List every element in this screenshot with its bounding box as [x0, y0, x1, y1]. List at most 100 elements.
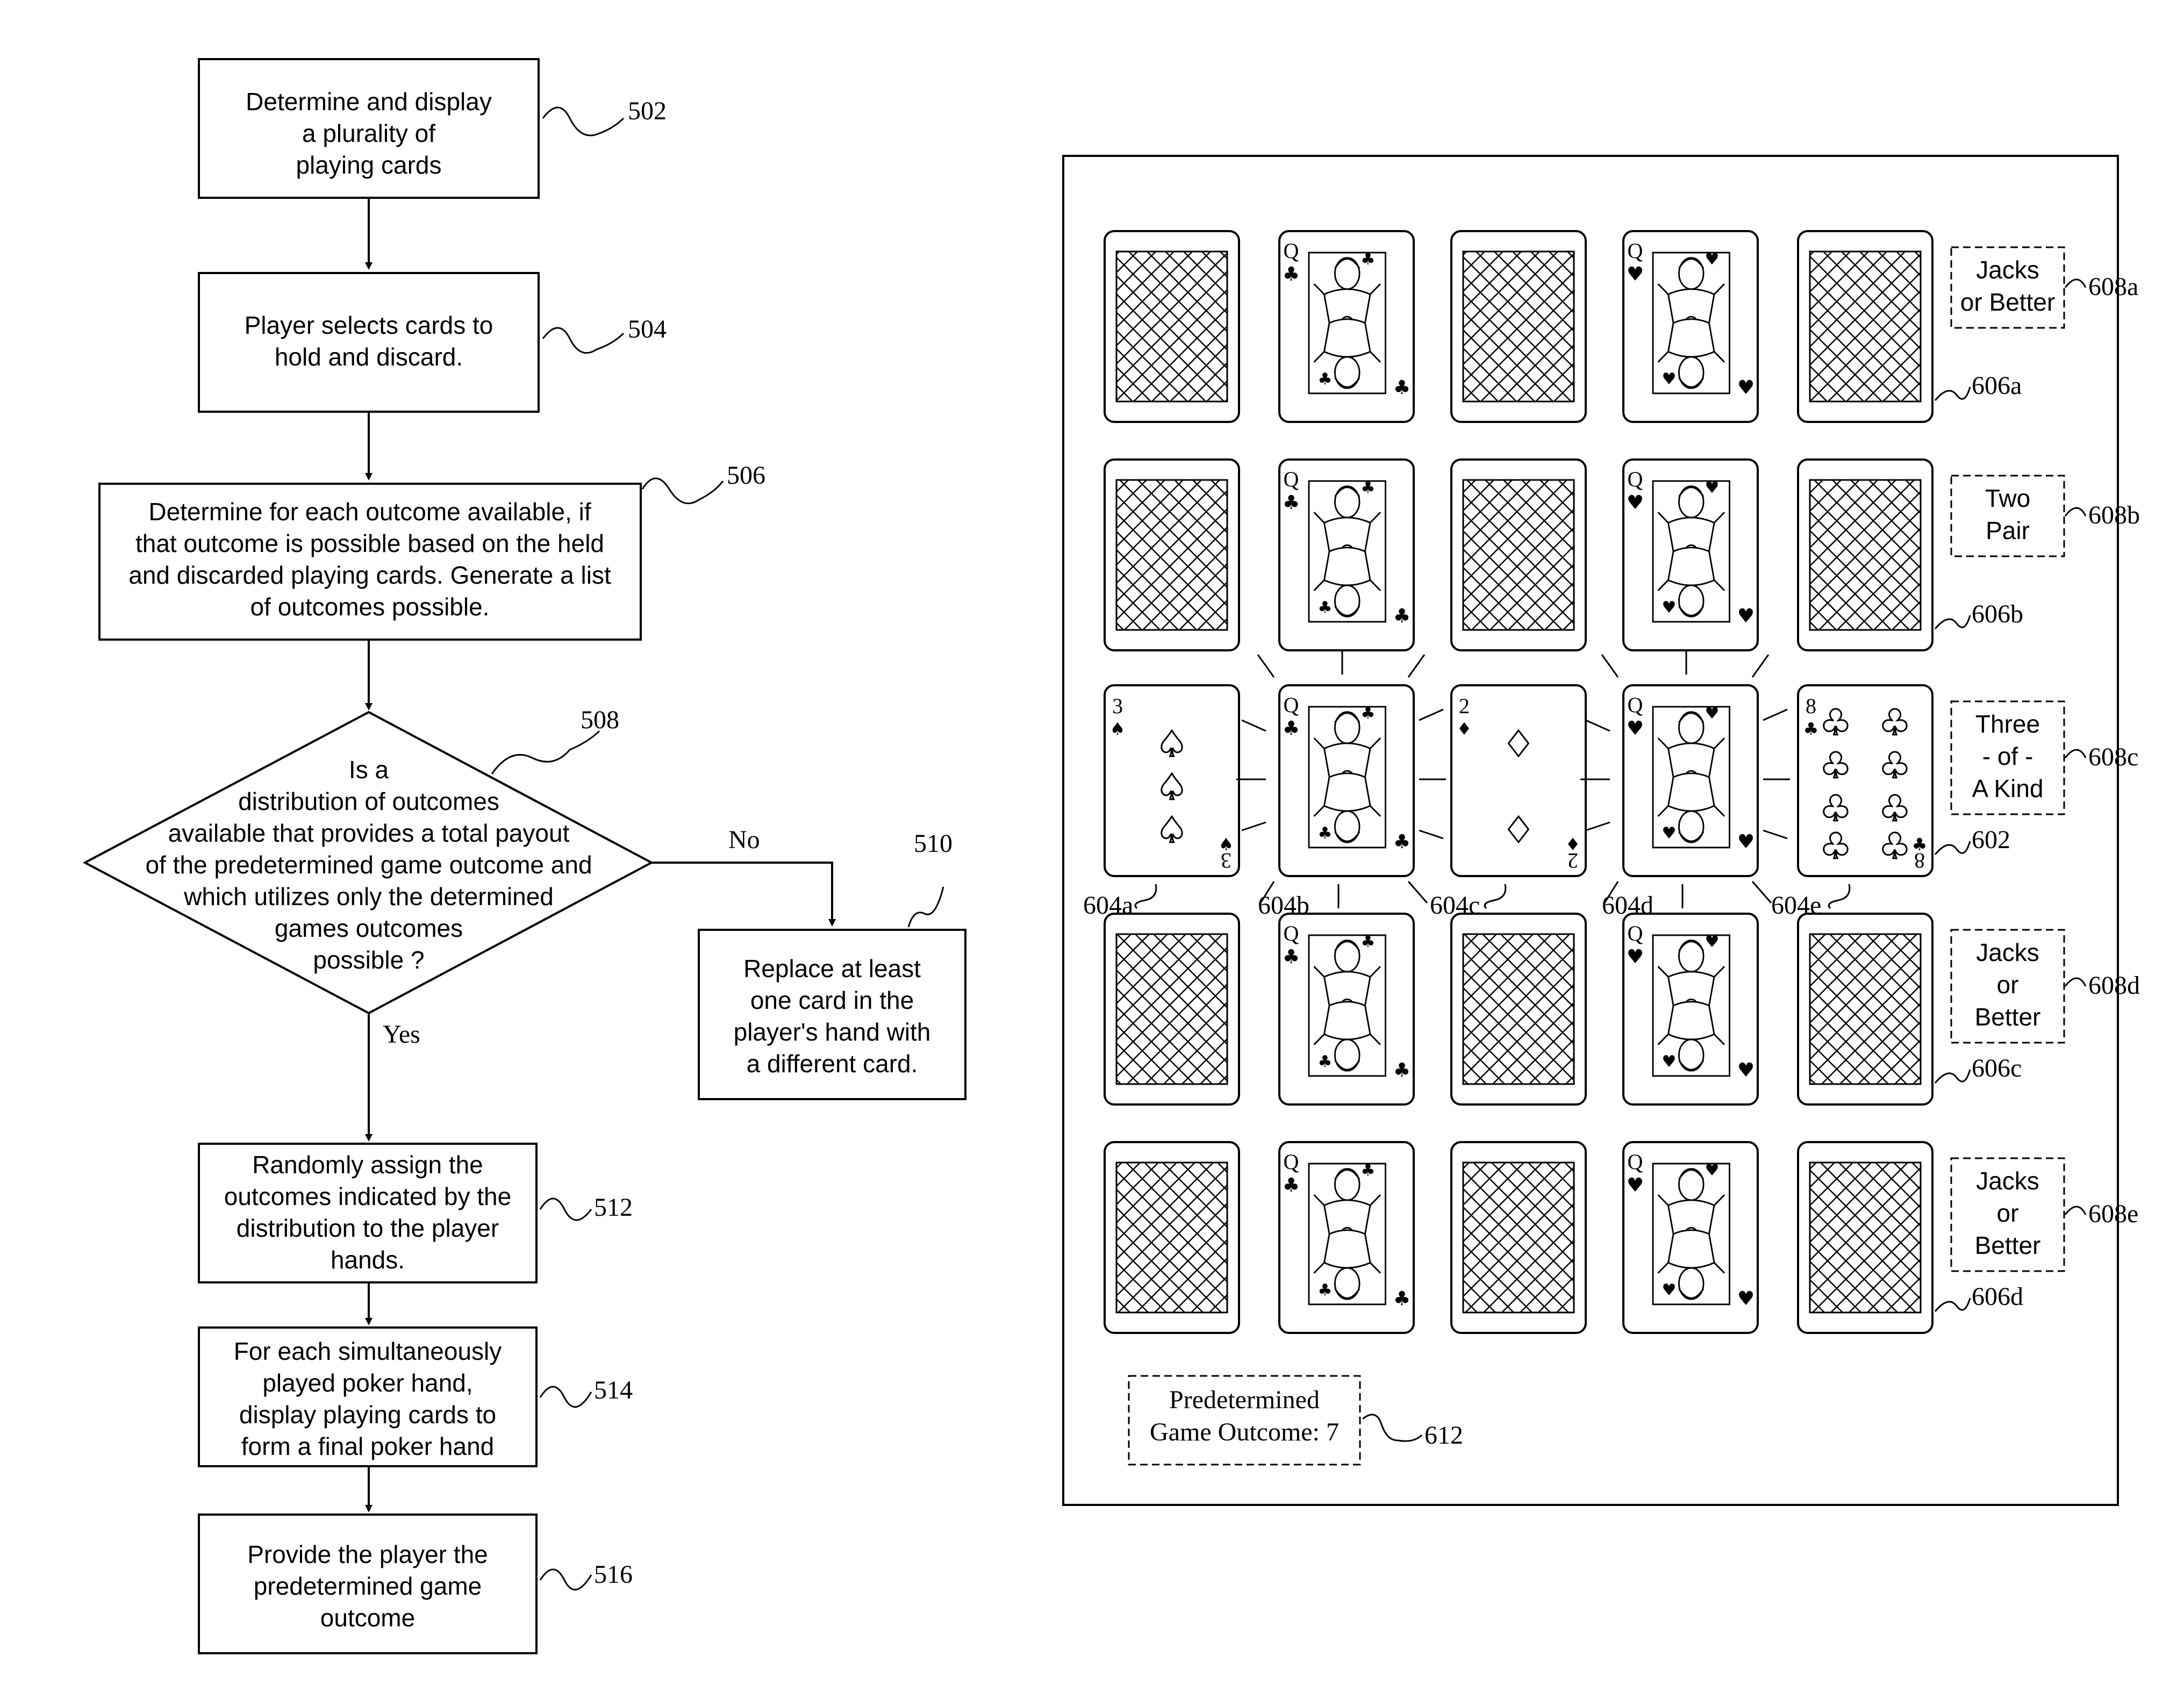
card-rank: Q	[1628, 921, 1643, 945]
step-514-line: For each simultaneously	[234, 1337, 502, 1365]
card-suit-icon: ♣	[1393, 377, 1410, 399]
ref-508: 508	[581, 706, 619, 734]
card-suit-icon: ♣	[1283, 1174, 1300, 1196]
outcome-label: JacksorBetter	[1951, 930, 2064, 1043]
step-502-box: Determine and display a plurality of pla…	[199, 59, 539, 198]
step-508-line: Is a	[349, 756, 389, 784]
card-suit-icon: ♥	[1705, 478, 1720, 497]
outcome-ref: 608e	[2088, 1200, 2138, 1228]
outcome-label-line: Jacks	[1976, 938, 2039, 966]
ref-612: 612	[1424, 1421, 1463, 1450]
card-back	[1451, 914, 1586, 1104]
leader-516	[540, 1569, 591, 1590]
card-rank: Q	[1628, 467, 1643, 491]
outcome-label-line: Better	[1975, 1003, 2041, 1031]
card-suit-icon: ♣	[1283, 946, 1300, 968]
step-504-line: hold and discard.	[275, 343, 463, 371]
card-suit-icon: ♣	[1283, 718, 1300, 740]
card-suit-icon: ♥	[1737, 605, 1755, 627]
card-suit-icon: ♥	[1737, 377, 1755, 399]
card-back	[1798, 231, 1932, 422]
card-rank: 8	[1914, 849, 1925, 873]
step-502-line: Determine and display	[246, 88, 492, 116]
step-506-line: that outcome is possible based on the he…	[135, 529, 604, 557]
card-back	[1451, 1142, 1586, 1333]
playing-card: 8♣♣8♣♣♣♣♣♣♣♣	[1798, 685, 1932, 876]
step-508-line: of the predetermined game outcome and	[145, 851, 592, 879]
card-pip: ♣	[1820, 745, 1851, 786]
ref-604b: 604b	[1258, 891, 1309, 920]
no-label: No	[728, 826, 760, 854]
playing-card: Q♣♣♣♣	[1279, 231, 1414, 422]
card-rank: Q	[1284, 467, 1299, 491]
card-rank: 3	[1112, 694, 1123, 718]
card-suit-icon: ♣	[1361, 478, 1376, 497]
card-back-pattern	[1810, 934, 1921, 1084]
step-510-box: Replace at least one card in the player'…	[699, 930, 965, 1099]
step-508-line: available that provides a total payout	[168, 819, 570, 847]
leader-510	[908, 887, 943, 927]
step-514-line: form a final poker hand	[241, 1432, 495, 1460]
outcome-label: Jacksor Better	[1951, 247, 2064, 328]
card-suit-icon: ♥	[1627, 1174, 1644, 1196]
outcome-label-line: or	[1997, 1199, 2019, 1227]
card-back-pattern	[1810, 1163, 1921, 1312]
card-back-pattern	[1116, 480, 1227, 630]
step-514-line: display playing cards to	[239, 1401, 496, 1429]
card-suit-icon: ♣	[1803, 719, 1819, 739]
step-510-line: player's hand with	[734, 1018, 931, 1046]
card-rank: Q	[1628, 239, 1643, 263]
card-rank: Q	[1284, 693, 1299, 717]
card-back	[1798, 1142, 1932, 1333]
card-suit-icon: ♥	[1737, 1059, 1755, 1081]
playing-card: 3♠♠3♠♠♠	[1105, 685, 1239, 876]
card-pip: ♣	[1879, 702, 1910, 743]
outcome-ref: 608d	[2088, 971, 2140, 1000]
playing-card: Q♥♥♥♥	[1623, 1142, 1758, 1333]
card-suit-icon: ♣	[1361, 933, 1376, 951]
leader-512	[540, 1199, 591, 1220]
card-back-pattern	[1810, 252, 1921, 401]
card-back-pattern	[1810, 480, 1921, 630]
card-back-pattern	[1116, 934, 1227, 1084]
card-back	[1798, 914, 1932, 1104]
ref-510: 510	[914, 829, 953, 858]
playing-card: Q♥♥♥♥	[1623, 685, 1758, 876]
card-back-pattern	[1463, 934, 1574, 1084]
outcome-label: Three- of -A Kind	[1951, 701, 2064, 814]
card-back	[1105, 1142, 1239, 1333]
card-suit-icon: ♥	[1705, 704, 1720, 723]
card-pip: ♠	[1156, 766, 1187, 808]
outcome-label-line: or Better	[1960, 288, 2055, 316]
step-516-line: predetermined game	[254, 1572, 482, 1600]
card-rank: 2	[1567, 849, 1578, 873]
playing-card: Q♣♣♣♣	[1279, 914, 1414, 1104]
step-506-line: Determine for each outcome available, if	[148, 498, 591, 526]
card-suit-icon: ♣	[1318, 370, 1333, 389]
card-suit-icon: ♣	[1393, 605, 1410, 627]
card-pip: ♠	[1156, 723, 1187, 765]
card-pip: ♦	[1502, 723, 1534, 765]
leader-514	[540, 1387, 591, 1407]
hand-ref: 606c	[1972, 1054, 2022, 1082]
card-rank: Q	[1284, 921, 1299, 945]
playing-card: Q♣♣♣♣	[1279, 1142, 1414, 1333]
outcome-ref: 608b	[2088, 501, 2140, 529]
card-suit-icon: ♥	[1737, 1288, 1755, 1310]
step-512-line: Randomly assign the	[252, 1151, 483, 1179]
card-suit-icon: ♥	[1627, 492, 1644, 514]
card-rank: Q	[1628, 693, 1643, 717]
step-510-line: a different card.	[747, 1050, 918, 1078]
step-514-box: For each simultaneously played poker han…	[199, 1328, 536, 1466]
card-suit-icon: ♥	[1627, 263, 1644, 285]
card-suit-icon: ♣	[1393, 1059, 1410, 1081]
card-back	[1451, 460, 1586, 650]
card-suit-icon: ♣	[1361, 1161, 1376, 1180]
step-502-line: playing cards	[296, 151, 441, 179]
step-510-line: Replace at least	[743, 955, 921, 982]
card-rank: Q	[1284, 239, 1299, 263]
card-suit-icon: ♣	[1361, 704, 1376, 723]
card-suit-icon: ♥	[1662, 1281, 1677, 1300]
arrow-508-510	[651, 863, 832, 924]
outcome-label-line: Jacks	[1976, 1167, 2039, 1195]
